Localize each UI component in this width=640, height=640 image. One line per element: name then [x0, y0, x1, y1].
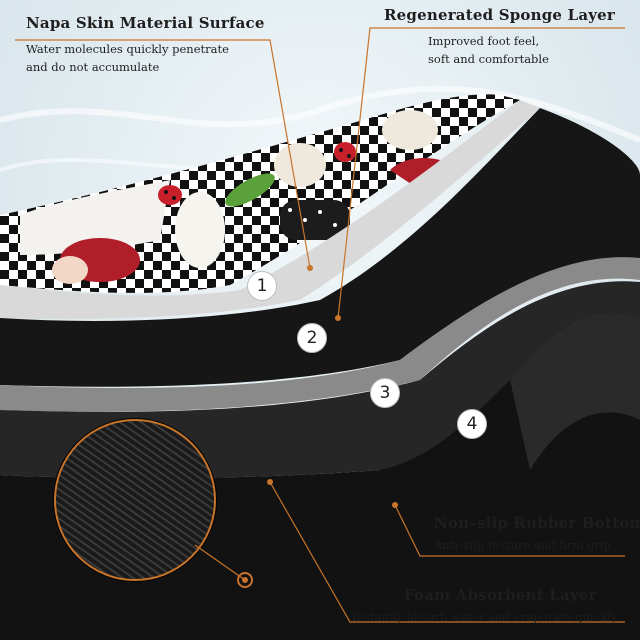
leader-target [237, 572, 253, 588]
callout-desc: soft and comfortable [428, 52, 549, 66]
ladybug-icon [334, 142, 356, 162]
callout-desc: Anti–silp texture and firm grip [434, 538, 611, 552]
leader-dot [392, 502, 398, 508]
layer-number-badge: 4 [457, 409, 487, 439]
layer-number-badge: 2 [297, 323, 327, 353]
ladybug-icon [158, 185, 182, 205]
callout-title: Napa Skin Material Surface [26, 14, 265, 32]
callout-sponge: Regenerated Sponge Layer Improved foot f… [384, 6, 615, 68]
callout-title: Foam Absorbent Layer [404, 586, 597, 604]
rubber-bottom-edge [510, 312, 640, 470]
leader-dot [335, 315, 341, 321]
layer-number-badge: 1 [247, 271, 277, 301]
callout-desc: Instantly absorb water and evaporate qui… [352, 610, 618, 624]
layer-divider [0, 257, 640, 412]
callout-napa: Napa Skin Material Surface Water molecul… [26, 14, 265, 76]
leader-lines [15, 27, 625, 623]
callout-desc: Improved foot feel, [428, 34, 540, 48]
surface-print-art [20, 110, 440, 284]
leader-dot [267, 479, 273, 485]
layer-number-badge: 3 [370, 378, 400, 408]
texture-zoom-icon [53, 418, 217, 582]
leader-dot [307, 265, 313, 271]
callout-title: Regenerated Sponge Layer [384, 6, 616, 24]
water-ripple [0, 85, 640, 143]
sponge-layer [0, 108, 640, 387]
callout-desc: Water molecules quickly penetrate [26, 42, 229, 56]
callout-rubber: Non–slip Rubber Bottom Anti–silp texture… [434, 514, 640, 554]
garlic-icon [274, 143, 326, 187]
callout-foam: Foam Absorbent Layer Instantly absorb wa… [352, 586, 617, 626]
callout-desc: and do not accumulate [26, 60, 160, 74]
callout-title: Non–slip Rubber Bottom [434, 514, 640, 532]
